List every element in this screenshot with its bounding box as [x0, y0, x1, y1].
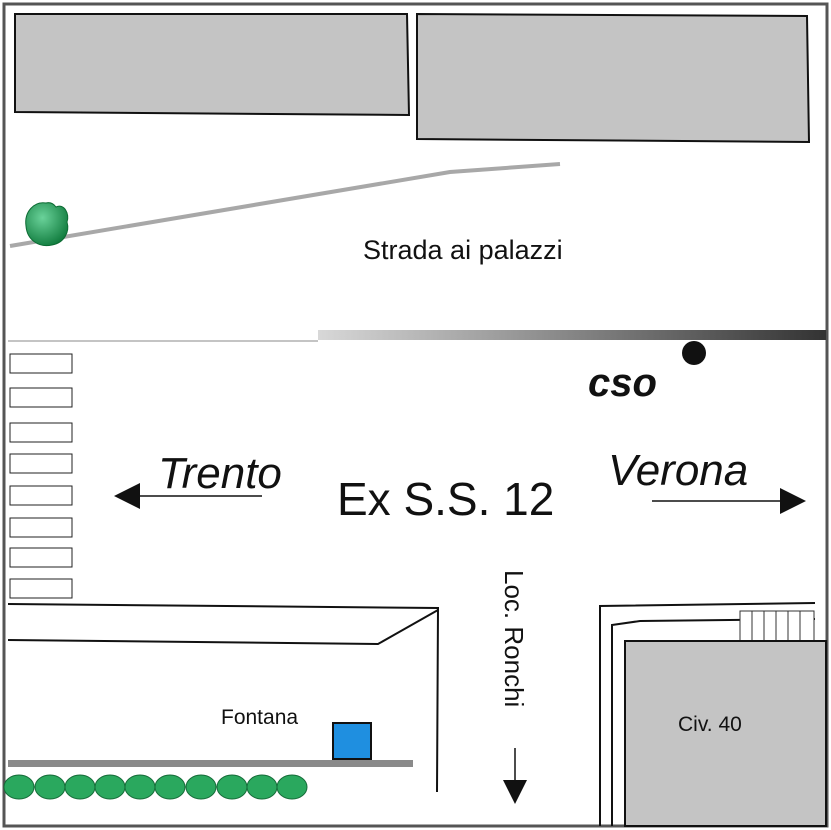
building-north-east — [416, 12, 811, 144]
station-dot-icon — [682, 341, 706, 365]
footpath-line — [9, 162, 561, 248]
arrow-west-icon — [114, 483, 262, 509]
parking-stall — [9, 517, 73, 538]
parking-stall — [9, 578, 73, 599]
fountain-label: Fontana — [221, 706, 298, 729]
curb-south — [8, 760, 413, 767]
parking-stall — [9, 387, 73, 408]
arrow-south-icon — [503, 748, 527, 804]
direction-label-west: Trento — [158, 449, 282, 498]
stairs — [739, 610, 815, 642]
parking-stalls — [9, 353, 73, 599]
parking-stall — [9, 422, 73, 443]
main-road-label: Ex S.S. 12 — [337, 473, 554, 525]
parking-stall — [9, 485, 73, 506]
parking-stall — [9, 353, 73, 374]
building-north-west — [14, 13, 411, 117]
block-south-east — [599, 602, 816, 826]
curb-gradient — [318, 330, 826, 340]
side-road-label: Loc. Ronchi — [499, 570, 529, 707]
parking-stall — [9, 547, 73, 568]
parking-stall — [9, 453, 73, 474]
building-label: Civ. 40 — [678, 713, 742, 736]
building-south-east — [624, 640, 827, 827]
street-label-north: Strada ai palazzi — [363, 235, 563, 265]
station-label: cso — [588, 361, 657, 405]
block-south-west — [7, 603, 440, 793]
fountain-icon — [332, 722, 372, 760]
arrow-east-icon — [652, 488, 806, 514]
hedge-icon — [3, 774, 308, 800]
tree-icon — [25, 202, 69, 247]
direction-label-east: Verona — [608, 446, 748, 495]
